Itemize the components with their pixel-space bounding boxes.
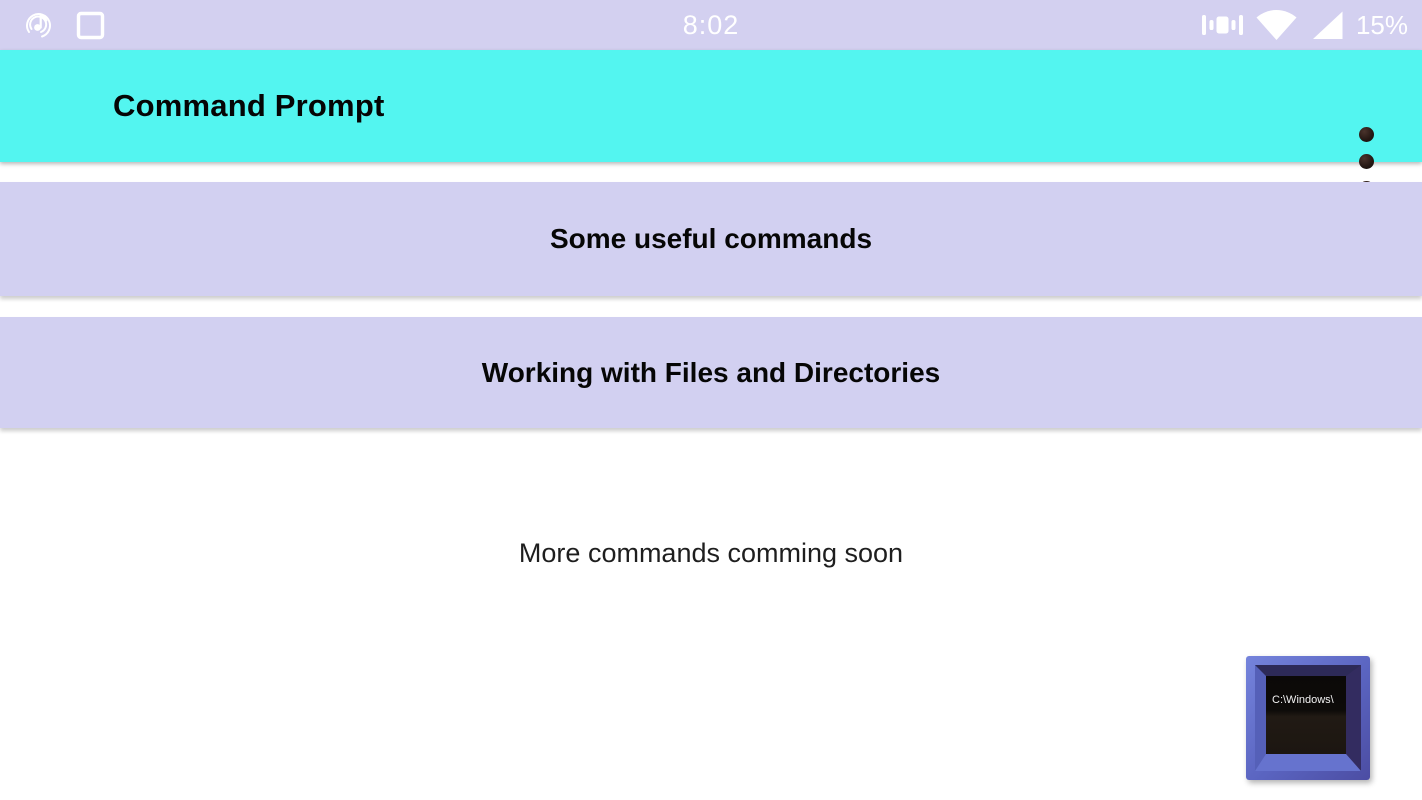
- wifi-icon: [1256, 9, 1297, 40]
- square-notification-icon: [76, 11, 105, 39]
- status-bar-system-icons: 15%: [1201, 0, 1408, 50]
- cell-signal-icon: [1312, 11, 1343, 39]
- menu-button-useful-commands[interactable]: Some useful commands: [0, 182, 1422, 296]
- terminal-prompt-text: C:\Windows\: [1272, 694, 1334, 706]
- menu-button-label: Working with Files and Directories: [481, 356, 941, 388]
- status-bar-notification-icons: [22, 0, 105, 50]
- music-note-notification-icon: [26, 13, 51, 38]
- battery-percentage: 15%: [1355, 9, 1408, 40]
- menu-button-files-directories[interactable]: Working with Files and Directories: [0, 317, 1422, 428]
- terminal-bevel-frame: C:\Windows\: [1255, 665, 1361, 771]
- overflow-dot: [1359, 154, 1374, 169]
- terminal-screen: C:\Windows\: [1266, 676, 1346, 754]
- command-prompt-app-icon[interactable]: C:\Windows\: [1246, 656, 1370, 780]
- coming-soon-text: More commands comming soon: [518, 538, 904, 568]
- menu-button-label: Some useful commands: [549, 223, 873, 254]
- overflow-dot: [1359, 127, 1374, 142]
- status-bar-clock: 8:02: [682, 9, 740, 40]
- app-bar: Command Prompt: [0, 50, 1422, 196]
- status-bar: 8:02 15%: [0, 0, 1422, 50]
- page-title: Command Prompt: [113, 88, 385, 123]
- vibrate-icon: [1201, 15, 1243, 35]
